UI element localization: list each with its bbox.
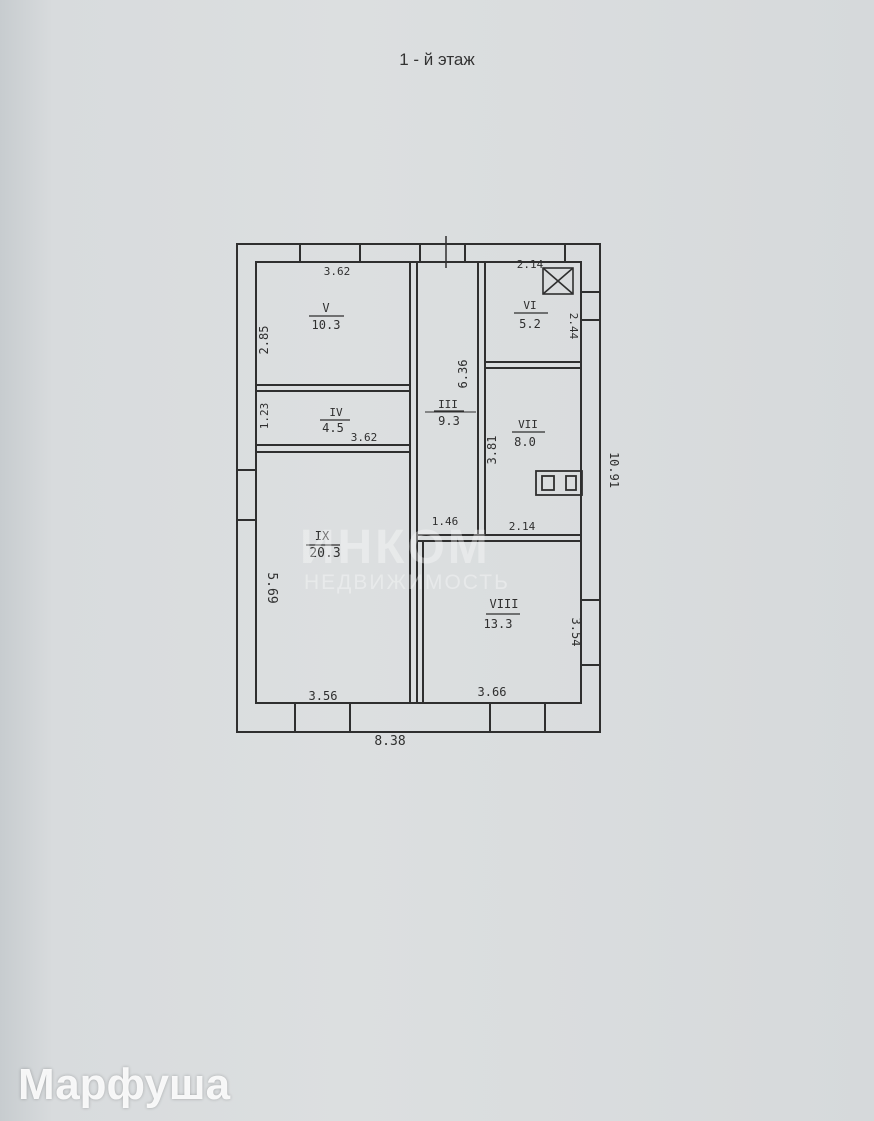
ventilation-symbol <box>542 267 574 295</box>
dim-iv-width: 3.62 <box>351 431 378 444</box>
room-iv-area: 4.5 <box>322 421 344 435</box>
dim-total-height: 10.91 <box>607 452 621 488</box>
dim-ix-width: 3.56 <box>309 689 338 703</box>
plan-walls <box>236 236 601 733</box>
room-ix-area: 20.3 <box>309 546 340 561</box>
room-vii-number: VII <box>518 418 538 431</box>
dim-viii-height: 3.54 <box>569 618 583 647</box>
room-iii-area: 9.3 <box>438 414 460 428</box>
room-vi-number: VI <box>523 299 536 312</box>
brand-label: Марфуша <box>18 1060 231 1109</box>
outer-wall-outer <box>236 243 601 733</box>
room-ix-number: IX <box>315 529 330 543</box>
dim-ix-height: 5.69 <box>264 572 279 603</box>
room-viii-area: 13.3 <box>484 617 513 631</box>
dim-vi-height: 2.44 <box>567 313 580 340</box>
room-v-number: V <box>322 301 329 315</box>
watermark-logo: ИНКОМ <box>300 521 491 574</box>
page-title: 1 - й этаж <box>399 50 475 69</box>
outer-wall-inner <box>255 261 582 704</box>
dim-v-width: 3.62 <box>324 265 351 278</box>
room-iv-number: IV <box>329 406 343 419</box>
dim-viii-width: 3.66 <box>478 685 507 699</box>
dim-total-width: 8.38 <box>374 734 405 749</box>
dim-corridor-width: 1.46 <box>432 515 459 528</box>
room-viii-number: VIII <box>490 597 519 611</box>
dim-iv-height: 1.23 <box>258 403 271 430</box>
room-iii-number: III <box>438 398 458 411</box>
watermark-subtitle: НЕДВИЖИМОСТЬ <box>304 571 510 594</box>
room-v-area: 10.3 <box>312 318 341 332</box>
dim-vi-width: 2.14 <box>517 258 544 271</box>
dim-corridor-length: 6.36 <box>456 360 470 389</box>
dim-vii-width: 2.14 <box>509 520 536 533</box>
dim-v-height: 2.85 <box>257 326 271 355</box>
room-vii-area: 8.0 <box>514 435 536 449</box>
stove-symbol <box>535 470 583 496</box>
dim-vii-height: 3.81 <box>485 436 499 465</box>
room-vi-area: 5.2 <box>519 317 541 331</box>
